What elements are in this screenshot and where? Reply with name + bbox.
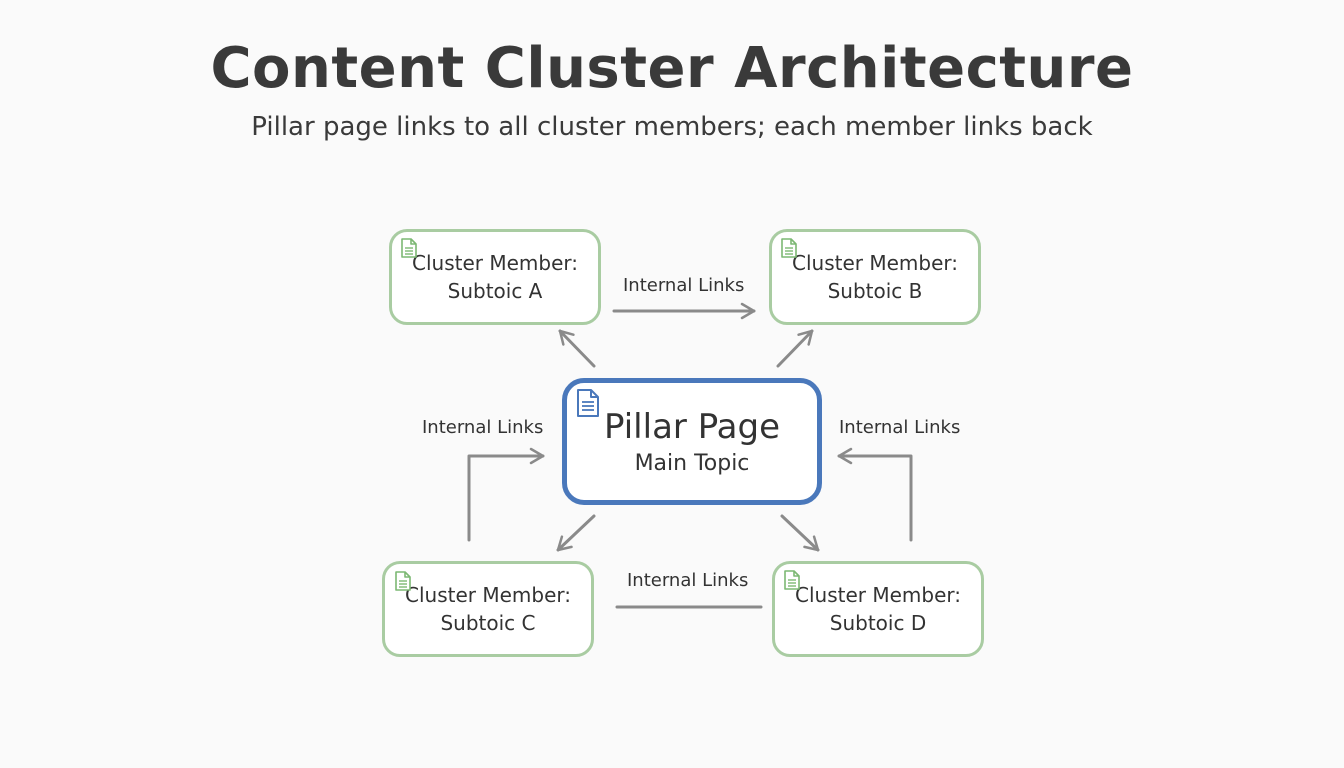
cluster-a-line1: Cluster Member:	[412, 251, 578, 275]
cluster-d-line2: Subtoic D	[829, 611, 927, 635]
cluster-b-line2: Subtoic B	[827, 279, 923, 303]
cluster-c-line2: Subtoic C	[440, 611, 536, 635]
link-label-right: Internal Links	[839, 417, 961, 438]
cluster-c-line1: Cluster Member:	[405, 583, 571, 607]
cluster-member-a[interactable]: Cluster Member: Subtoic A	[389, 229, 601, 325]
cluster-b-line1: Cluster Member:	[792, 251, 958, 275]
cluster-a-line2: Subtoic A	[447, 279, 543, 303]
arrow-d-to-pillar	[837, 447, 913, 542]
cluster-member-d[interactable]: Cluster Member: Subtoic D	[772, 561, 984, 657]
arrow-pillar-to-b	[776, 329, 814, 368]
link-label-left: Internal Links	[422, 417, 544, 438]
diagram-title: Content Cluster Architecture	[210, 36, 1134, 101]
cluster-member-b[interactable]: Cluster Member: Subtoic B	[769, 229, 981, 325]
arrow-pillar-to-c	[556, 514, 596, 552]
document-icon	[784, 570, 800, 590]
document-icon	[401, 238, 417, 258]
arrow-pillar-to-d	[780, 514, 820, 552]
diagram-subtitle: Pillar page links to all cluster members…	[251, 112, 1093, 142]
cluster-d-line1: Cluster Member:	[795, 583, 961, 607]
pillar-subtitle: Main Topic	[634, 450, 750, 476]
cluster-member-c[interactable]: Cluster Member: Subtoic C	[382, 561, 594, 657]
pillar-page-node[interactable]: Pillar Page Main Topic	[562, 378, 822, 505]
arrow-c-to-pillar	[467, 447, 545, 542]
link-label-top: Internal Links	[623, 275, 745, 296]
arrow-pillar-to-a	[558, 329, 596, 368]
pillar-title: Pillar Page	[603, 406, 781, 447]
document-icon	[781, 238, 797, 258]
document-icon	[395, 571, 411, 591]
link-label-bottom: Internal Links	[627, 570, 749, 591]
document-icon	[577, 389, 599, 417]
